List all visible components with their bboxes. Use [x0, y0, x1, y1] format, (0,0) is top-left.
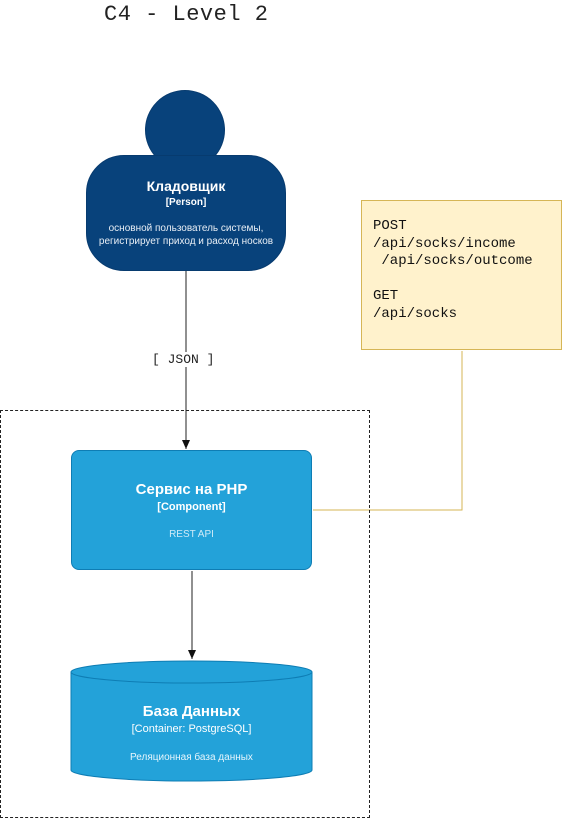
database-type: [Container: PostgreSQL] — [131, 723, 252, 735]
php-service-component[interactable]: Сервис на PHP [Component] REST API — [71, 450, 312, 570]
diagram-title: C4 - Level 2 — [104, 2, 269, 27]
api-note-text: POST /api/socks/income /api/socks/outcom… — [373, 218, 533, 322]
person-name: Кладовщик — [146, 178, 226, 194]
api-note[interactable]: POST /api/socks/income /api/socks/outcom… — [361, 200, 562, 350]
person-description-line: основной пользователь системы, — [108, 223, 264, 234]
component-name: Сервис на PHP — [135, 481, 248, 498]
note-connector — [313, 351, 463, 511]
system-boundary — [0, 410, 370, 818]
person-description-line: регистрирует приход и расход носков — [98, 236, 274, 247]
person-description: основной пользователь системы, регистрир… — [87, 222, 285, 248]
edge-label-json: [ JSON ] — [150, 352, 217, 367]
database-description: Реляционная база данных — [130, 752, 253, 763]
database-cylinder-icon[interactable] — [70, 660, 314, 784]
person-block[interactable]: Кладовщик [Person] основной пользователь… — [86, 155, 286, 271]
component-type: [Component] — [157, 501, 226, 513]
database-block[interactable]: База Данных [Container: PostgreSQL] Реля… — [71, 660, 312, 782]
component-description: REST API — [169, 529, 214, 540]
person-type: [Person] — [165, 197, 207, 208]
database-name: База Данных — [142, 703, 241, 720]
